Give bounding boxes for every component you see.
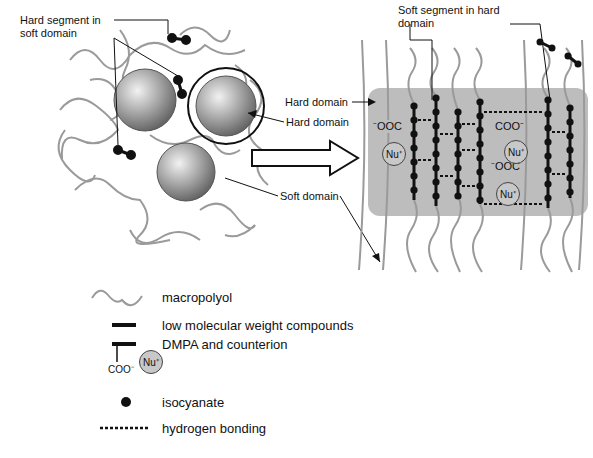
legend-symbol-text: COO⁻	[108, 363, 134, 376]
callout-label: Hard segment in soft domain	[20, 14, 112, 40]
carboxylate-label: ⁻OOC	[372, 120, 403, 133]
legend-text: hydrogen bonding	[162, 421, 266, 436]
callout-label: Soft domain	[280, 190, 339, 203]
hard-domain-region: ⁻OOCCOO⁻⁻OOCNu⁺Nu⁺Nu⁺	[368, 88, 588, 216]
counterion-circle: Nu⁺	[382, 142, 406, 166]
carboxylate-label: COO⁻	[494, 120, 525, 133]
counterion-circle: Nu⁺	[496, 182, 520, 206]
counterion-circle: Nu⁺	[139, 350, 163, 374]
counterion-label: Nu⁺	[143, 355, 159, 369]
callout-label: Hard domain	[285, 96, 348, 109]
counterion-label: Nu⁺	[386, 147, 402, 161]
legend-text: macropolyol	[162, 290, 232, 305]
callout-label: Hard domain	[286, 116, 349, 129]
legend-text: isocyanate	[162, 395, 224, 410]
legend-text: low molecular weight compounds	[162, 318, 353, 333]
counterion-label: Nu⁺	[508, 145, 524, 159]
counterion-circle: Nu⁺	[504, 140, 528, 164]
legend-text: DMPA and counterion	[162, 337, 288, 352]
callout-label: Soft segment in hard domain	[398, 4, 518, 30]
counterion-label: Nu⁺	[500, 187, 516, 201]
